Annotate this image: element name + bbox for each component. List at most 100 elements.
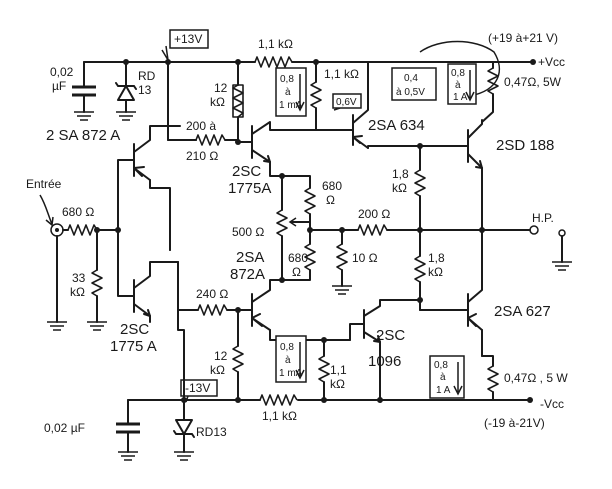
r680-lower-value: 680 <box>288 251 308 265</box>
mid-npn-transistor <box>251 121 337 177</box>
driver-pnp-label: 2SA 634 <box>368 117 425 134</box>
emitter-resistor-top <box>481 61 499 123</box>
bottom-drop-unit: kΩ <box>330 377 345 391</box>
output-pnp-transistor <box>419 229 483 357</box>
cur-a-top-2: à <box>455 80 461 91</box>
input-series-resistor <box>62 224 119 236</box>
current-arrow-a-bottom <box>453 362 463 396</box>
cap-top-value: 0,02 <box>50 65 74 79</box>
r18k-a-unit: kΩ <box>392 181 407 195</box>
input-npn-label-2: 1775 A <box>110 338 157 355</box>
pos-voltage-box <box>169 29 209 49</box>
pos-range-label: (+19 à+21 V) <box>488 31 558 45</box>
emitter-resistor-bottom <box>481 355 499 401</box>
volt-box-1: 0,4 <box>404 73 418 84</box>
bias-top-label-1: 200 à <box>186 119 216 133</box>
current-arrow-a-top <box>465 70 475 102</box>
bottom-drop-value: 1,1 <box>330 363 347 377</box>
driver-to-output-line <box>367 145 421 149</box>
mid-pnp-label-2: 872A <box>230 266 265 283</box>
potentiometer-500[interactable] <box>276 175 311 281</box>
r680-upper-unit: Ω <box>326 193 335 207</box>
neg-rail-label: -Vcc <box>540 397 564 411</box>
input-shunt-resistor <box>87 227 107 331</box>
cur-ma-bottom-1: 0,8 <box>280 342 294 353</box>
in-shunt-value: 33 <box>72 271 86 285</box>
driver-npn-label-1: 2SC <box>376 327 405 344</box>
r12k-bottom-value: 12 <box>214 349 228 363</box>
current-arrow-top <box>295 74 305 112</box>
cur-ma-bottom-3: 1 mA <box>279 368 303 379</box>
bias-top-label-2: 210 Ω <box>186 149 218 163</box>
negative-supply-rail <box>127 397 533 403</box>
cap-bottom-label: 0,02 µF <box>44 421 85 435</box>
mid-npn-label-1: 2SC <box>232 163 261 180</box>
emitter-bottom-label: 0,47Ω , 5 W <box>504 371 568 385</box>
bias-bottom-label: 240 Ω <box>196 287 228 301</box>
feedback-resistor <box>341 224 531 236</box>
cur-ma-top-1: 0,8 <box>280 74 294 85</box>
cap-top-unit: µF <box>52 79 66 93</box>
top-rail-label: 1,1 kΩ <box>258 37 293 51</box>
bottom-zener-diode <box>173 397 195 461</box>
output-pnp-label: 2SA 627 <box>494 303 551 320</box>
voltage-box <box>391 67 437 101</box>
r18k-b-value: 1,8 <box>428 251 445 265</box>
r18k-b-unit: kΩ <box>428 265 443 279</box>
input-npn-transistor <box>117 229 179 323</box>
volt-box-2: à 0,5V <box>396 87 425 98</box>
input-jack[interactable] <box>47 223 67 331</box>
r18k-a-value: 1,8 <box>392 167 409 181</box>
speaker-output[interactable] <box>529 225 572 271</box>
r680-upper-value: 680 <box>322 179 342 193</box>
r18k-b <box>414 229 426 311</box>
r18k-a <box>414 145 426 231</box>
input-npn-label-1: 2SC <box>120 321 149 338</box>
bottom-regulator-capacitor <box>116 399 140 461</box>
cur-ma-top-3: 1 mA <box>279 100 303 111</box>
r12k-top <box>232 59 244 145</box>
neg-regulated-node <box>177 261 185 401</box>
cur-a-bottom-2: à <box>440 372 446 383</box>
driver-npn-transistor <box>349 299 421 401</box>
top-rail-resistor <box>254 56 293 68</box>
in-series-label: 680 Ω <box>62 205 94 219</box>
output-npn-label: 2SD 188 <box>496 137 554 154</box>
r680-lower <box>281 229 316 281</box>
r12k-bottom <box>232 307 244 403</box>
pot-label: 500 Ω <box>232 225 264 239</box>
cur-a-bottom-3: 1 A <box>436 385 451 396</box>
mid-pnp-label-1: 2SA <box>236 249 264 266</box>
feedback-label: 200 Ω <box>358 207 390 221</box>
neg-range-label: (-19 à-21V) <box>484 416 545 430</box>
zener-top-label: RD <box>138 69 156 83</box>
driver-npn-label-2: 1096 <box>368 353 401 370</box>
in-shunt-unit: kΩ <box>70 285 85 299</box>
cur-a-top-3: 1 A <box>453 92 468 103</box>
neg-voltage-box <box>180 379 218 397</box>
r10-label: 10 Ω <box>352 251 378 265</box>
top-regulator-capacitor <box>72 61 96 121</box>
measure-arc <box>419 40 501 97</box>
bottom-rail-label: 1,1 kΩ <box>262 409 297 423</box>
bottom-rail-resistor <box>259 394 298 406</box>
bottom-drop-resistor <box>318 337 351 403</box>
input-label: Entrée <box>26 177 62 191</box>
zener-top-num: 13 <box>138 83 152 97</box>
vbe-box <box>332 93 362 109</box>
mid-npn-label-2: 1775A <box>228 180 271 197</box>
r680-lower-unit: Ω <box>292 265 301 279</box>
top-drop-label: 1,1 kΩ <box>324 67 359 81</box>
top-zener-diode <box>115 61 137 121</box>
mid-pnp-transistor <box>251 279 325 341</box>
cur-ma-bottom-2: à <box>285 355 291 366</box>
current-arrow-bottom <box>295 342 305 380</box>
r12k-top-value: 12 <box>214 81 228 95</box>
emitter-top-label: 0,47Ω, 5W <box>504 75 562 89</box>
input-pnp-label: 2 SA 872 A <box>46 127 120 144</box>
bias-resistor-top <box>159 125 253 146</box>
pos-voltage-label: +13V <box>174 32 202 46</box>
vbe-label: 0,6V <box>336 97 357 108</box>
r10-ground <box>309 229 352 295</box>
